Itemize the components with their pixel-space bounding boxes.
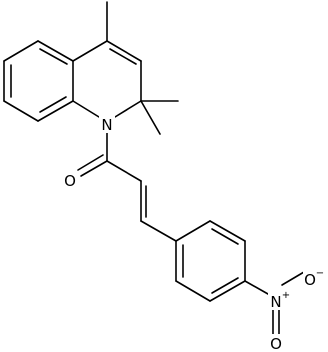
bond: [209, 220, 246, 242]
double-bond-inner: [39, 48, 68, 65]
label-mask: [303, 270, 319, 288]
double-bond-inner: [109, 48, 137, 65]
double-bond-inner: [211, 277, 239, 294]
double-bond-inner: [211, 228, 239, 245]
double-bond-inner: [39, 96, 67, 113]
nitrophenyl-ring: [175, 220, 246, 302]
bond: [140, 220, 177, 242]
bond: [72, 40, 108, 62]
bond: [175, 220, 211, 242]
carbonyl-bond: [77, 154, 104, 171]
benzo-ring: [3, 40, 74, 122]
negative-charge: −: [316, 268, 324, 279]
bond: [281, 271, 305, 286]
bond: [37, 40, 74, 62]
label-mask: [62, 171, 78, 189]
carbonyl-bond: [80, 160, 108, 177]
bond: [37, 100, 74, 122]
bond: [72, 100, 100, 118]
bond: [175, 280, 211, 302]
bond: [106, 160, 142, 182]
label-mask: [99, 115, 115, 133]
nitro-oxygen-double-label: O: [270, 335, 282, 352]
bond: [244, 280, 269, 295]
label-mask: [268, 334, 284, 352]
nitro-nitrogen-label: N: [270, 293, 281, 311]
bond: [114, 100, 142, 118]
label-mask: [268, 292, 284, 310]
bond: [3, 100, 39, 122]
carbonyl-oxygen-label: O: [64, 172, 76, 190]
nitrogen-label: N: [101, 116, 112, 134]
methyl-bond: [140, 100, 161, 135]
bond: [106, 40, 142, 62]
nitro-group: [244, 271, 305, 335]
dihydropyridine-ring: [72, 1, 179, 135]
bond: [209, 280, 246, 302]
atom-labels: N O N + O − O: [62, 115, 324, 352]
nitro-oxygen-minus-label: O: [304, 271, 316, 289]
bond: [3, 40, 39, 62]
enone-chain: [77, 130, 177, 242]
positive-charge: +: [282, 290, 290, 301]
